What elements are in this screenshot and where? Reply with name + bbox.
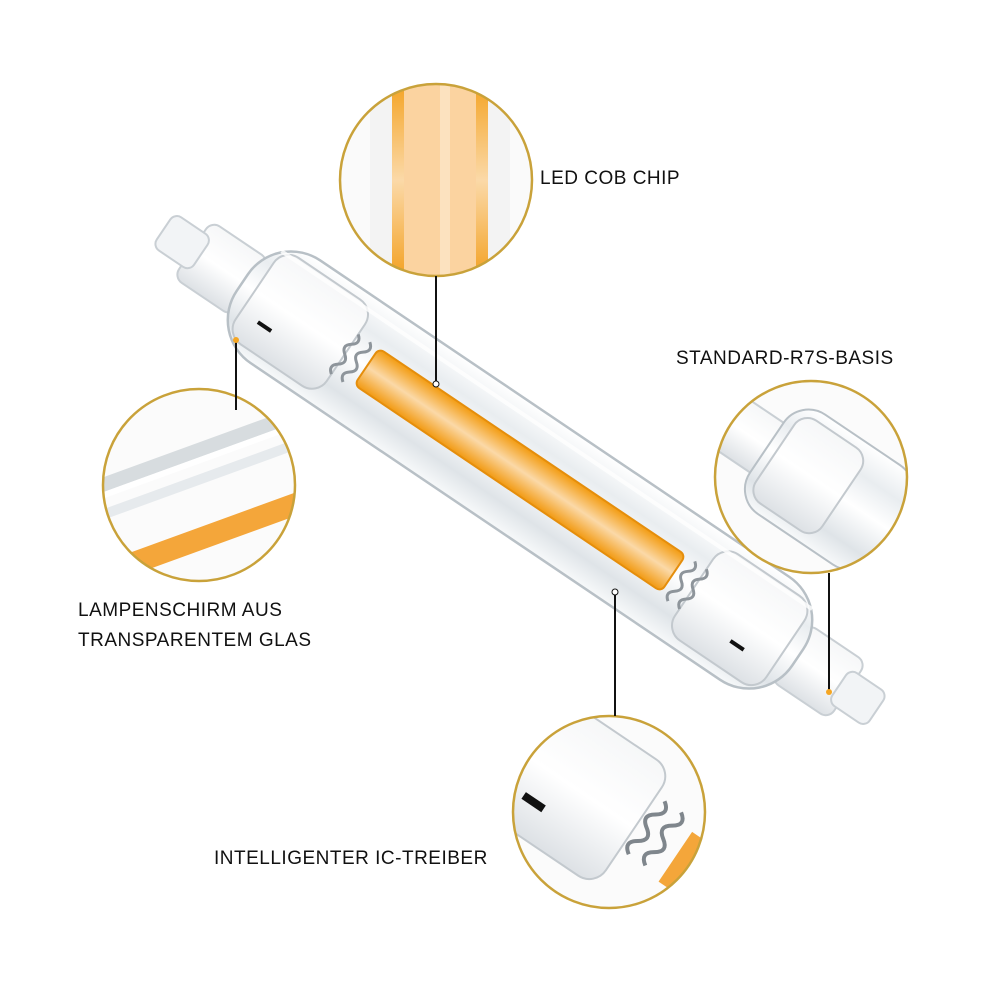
glass-shade-callout bbox=[101, 337, 297, 583]
label-r7s-base: STANDARD-R7S-BASIS bbox=[676, 348, 894, 369]
label-glass-shade: LAMPENSCHIRM AUS TRANSPARENTEM GLAS bbox=[78, 596, 312, 656]
label-led-cob-chip: LED COB CHIP bbox=[540, 168, 681, 189]
label-glass-line1: LAMPENSCHIRM AUS bbox=[78, 600, 283, 621]
led-cob-chip-callout bbox=[338, 82, 534, 388]
lamp-tube-image bbox=[154, 215, 886, 725]
r7s-base-callout bbox=[713, 379, 909, 695]
label-glass-line2: TRANSPARENTEM GLAS bbox=[78, 630, 312, 651]
label-ic-driver: INTELLIGENTER IC-TREIBER bbox=[214, 848, 488, 869]
